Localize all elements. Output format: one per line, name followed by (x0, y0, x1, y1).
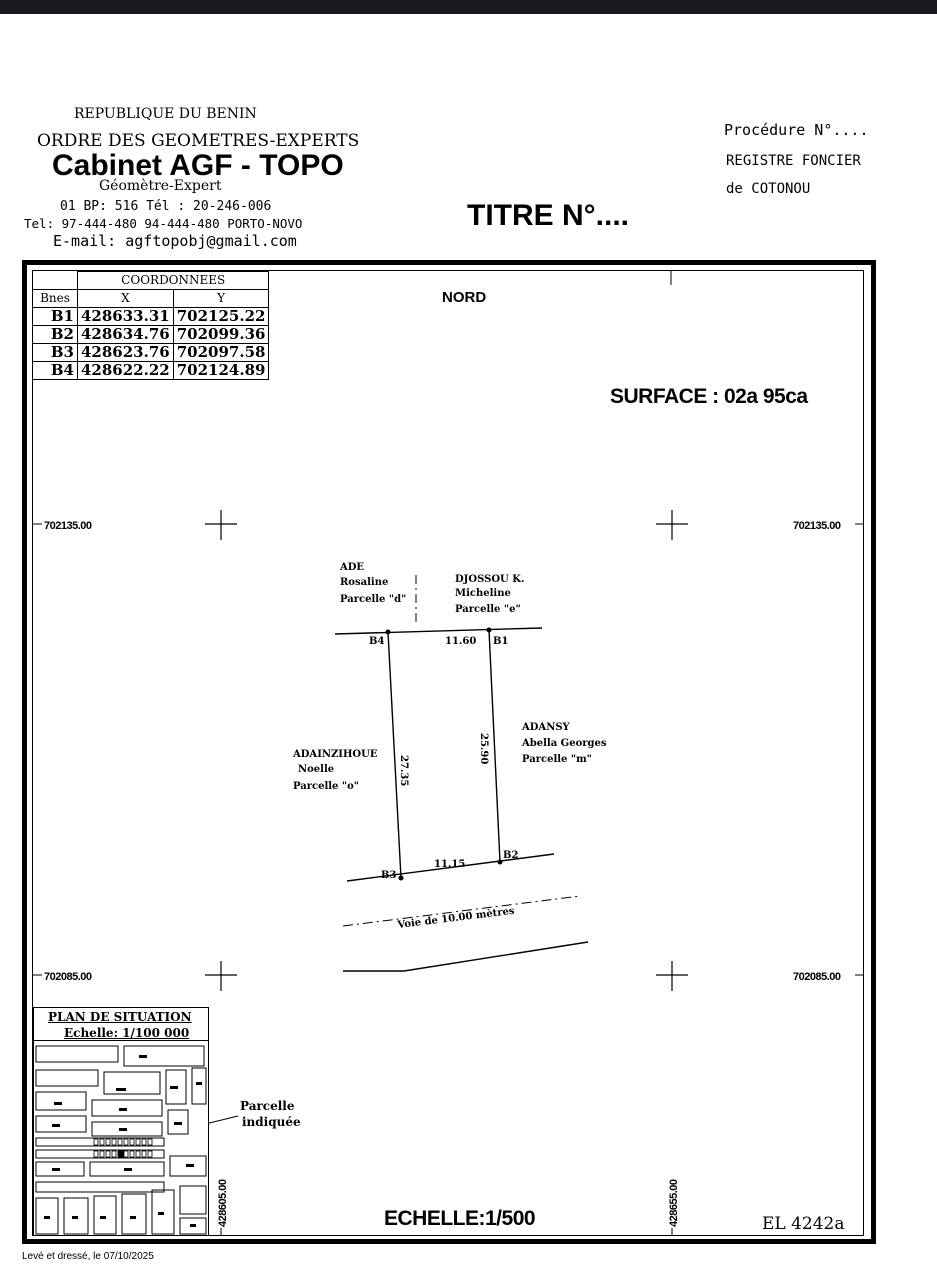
bp-label: 01 BP: 516 Tél : 20-246-006 (60, 199, 272, 214)
road-edge-line (343, 941, 589, 972)
email-label: E-mail: agftopobj@gmail.com (53, 232, 297, 250)
neighbor-east-name: ADANSY (521, 722, 571, 733)
table-row: B1 428633.31 702125.22 (32, 307, 270, 326)
situation-map (34, 1040, 208, 1235)
grid-x-right: 428655.00 (668, 1179, 680, 1227)
grid-x-left: 428605.00 (217, 1179, 229, 1227)
dim-right-label: 25.90 (478, 733, 489, 764)
reference-label: EL 4242a (762, 1214, 845, 1234)
beacon-b2-label: B2 (503, 850, 518, 861)
situation-title: PLAN DE SITUATION (48, 1010, 192, 1024)
beacon-b4-marker (385, 629, 391, 635)
east-boundary-line (488, 629, 501, 863)
table-row: B2 428634.76 702099.36 (32, 325, 270, 344)
drawn-date: Levé et dressé, le 07/10/2025 (22, 1251, 154, 1262)
grid-y-top-left: 702135.00 (44, 520, 92, 532)
beacon-b1-label: B1 (493, 636, 508, 647)
beacon-id: B1 (32, 307, 78, 326)
table-row: B4 428622.22 702124.89 (32, 361, 270, 380)
registre-label: REGISTRE FONCIER (726, 153, 861, 169)
neighbor-nw-parcel: Parcelle "d" (340, 594, 406, 605)
beacon-b3-label: B3 (381, 870, 396, 881)
city-label: de COTONOU (726, 181, 811, 197)
beacon-id: B4 (32, 361, 78, 380)
grid-y-top-right: 702135.00 (793, 520, 841, 532)
profession-label: Géomètre-Expert (99, 178, 222, 194)
neighbor-east-first: Abella Georges (521, 738, 607, 749)
beacon-b4-label: B4 (369, 636, 384, 647)
beacon-y: 702099.36 (172, 325, 270, 344)
neighbor-west-parcel: Parcelle "o" (293, 781, 359, 792)
west-boundary-line (387, 631, 402, 879)
situation-scale: Echelle: 1/100 000 (64, 1026, 190, 1040)
beacon-x: 428622.22 (77, 361, 174, 380)
plan-inner-frame (32, 270, 864, 1236)
procedure-label: Procédure N°.... (724, 121, 869, 139)
cabinet-name: Cabinet AGF - TOPO (52, 149, 344, 182)
situation-plan: PLAN DE SITUATION Echelle: 1/100 000 (33, 1007, 209, 1236)
neighbor-nw-first: Rosaline (340, 577, 388, 588)
surface-label: SURFACE : 02a 95ca (610, 385, 808, 408)
col-bnes: Bnes (32, 289, 78, 308)
callout-line2: indiquée (242, 1115, 301, 1129)
tel-label: Tel: 97-444-480 94-444-480 PORTO-NOVO (24, 216, 303, 231)
republic-label: REPUBLIQUE DU BENIN (74, 106, 257, 122)
neighbor-west-name: ADAINZIHOUE (292, 749, 378, 760)
dim-left-label: 27.35 (398, 755, 409, 786)
beacon-id: B2 (32, 325, 78, 344)
titre-label: TITRE N°.... (467, 199, 629, 232)
situation-target-parcel (118, 1150, 124, 1158)
neighbor-ne-parcel: Parcelle "e" (455, 604, 521, 615)
dim-bottom-label: 11.15 (434, 859, 465, 870)
dim-top-label: 11.60 (445, 636, 476, 647)
beacon-b1-marker (486, 627, 492, 633)
neighbor-west-first: Noelle (298, 764, 334, 775)
plan-outer-frame (22, 260, 876, 1244)
grid-y-bottom-right: 702085.00 (793, 971, 841, 983)
neighbor-east-parcel: Parcelle "m" (522, 754, 592, 765)
top-status-bar (0, 0, 937, 14)
beacon-y: 702124.89 (172, 361, 270, 380)
beacon-b3-marker (398, 875, 404, 881)
beacon-b2-marker (497, 859, 503, 865)
order-label: ORDRE DES GEOMETRES-EXPERTS (37, 131, 360, 151)
neighbor-ne-first: Micheline (455, 588, 511, 599)
callout-line1: Parcelle (240, 1099, 295, 1113)
grid-crosses (205, 510, 688, 991)
scale-label: ECHELLE:1/500 (384, 1207, 536, 1230)
south-boundary-line (346, 853, 555, 882)
coordinates-table: COORDONNEES Bnes X Y B1 428633.31 702125… (32, 271, 270, 380)
grid-edge-ticks (33, 523, 864, 1236)
table-row: B3 428623.76 702097.58 (32, 343, 270, 362)
neighbor-nw-name: ADE (339, 562, 364, 573)
grid-y-bottom-left: 702085.00 (44, 971, 92, 983)
road-label: Voie de 10.00 mètres (396, 906, 515, 931)
neighbor-ne-name: DJOSSOU K. (455, 574, 524, 585)
north-label: NORD (442, 289, 487, 306)
north-boundary-line (334, 627, 543, 635)
